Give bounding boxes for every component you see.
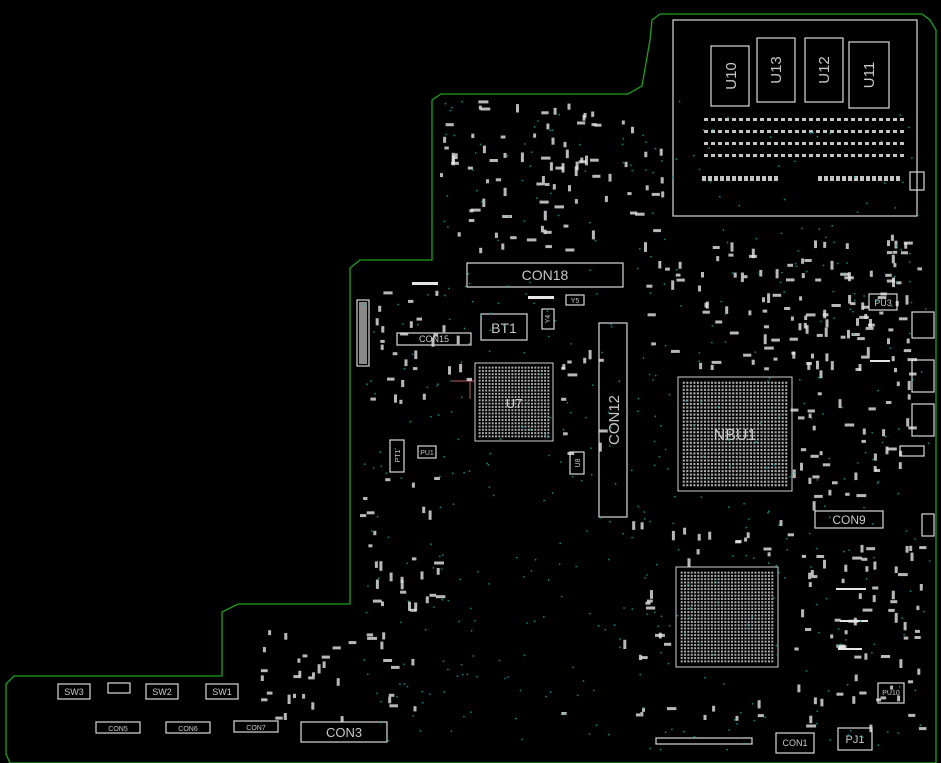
part-pt1-label: PT1 — [395, 449, 402, 462]
battery-bt1-label: BT1 — [491, 320, 517, 336]
connector-pj1[interactable]: PJ1 — [837, 727, 873, 751]
chip-u7-label: U7 — [506, 396, 523, 411]
connector-bottom-finepitch — [655, 737, 753, 745]
crystal-y5[interactable]: Y5 — [565, 294, 585, 306]
connector-con12-label: CON12 — [606, 395, 623, 445]
connector-con5-label: CON5 — [108, 726, 128, 733]
switch-sw1[interactable]: SW1 — [205, 683, 239, 700]
decorative-components — [260, 100, 927, 733]
connector-con6[interactable]: CON6 — [165, 721, 211, 734]
connector-con3[interactable]: CON3 — [300, 721, 388, 743]
switch-sw1-label: SW1 — [212, 687, 232, 697]
via-field — [363, 100, 931, 751]
right-side-modules — [899, 171, 935, 537]
chip-u10-label: U10 — [723, 62, 740, 90]
connector-con5[interactable]: CON5 — [95, 721, 141, 734]
chip-u13[interactable]: U13 — [756, 37, 796, 103]
small-part-near-sw3 — [107, 682, 131, 694]
switch-sw3[interactable]: SW3 — [57, 683, 91, 700]
part-pu10[interactable]: PU10 — [877, 682, 905, 704]
switch-sw2[interactable]: SW2 — [145, 683, 179, 700]
chip-u10[interactable]: U10 — [710, 45, 750, 107]
crystal-y4[interactable]: Y4 — [541, 308, 555, 330]
connector-con9-label: CON9 — [832, 513, 866, 527]
switch-sw2-label: SW2 — [152, 687, 172, 697]
chip-nbu1[interactable]: NBU1 — [677, 376, 793, 492]
part-pt1[interactable]: PT1 — [389, 439, 405, 473]
part-pu1-label: PU1 — [420, 450, 434, 457]
connector-con1-label: CON1 — [782, 738, 807, 748]
connector-con18[interactable]: CON18 — [466, 262, 624, 288]
chip-bga-lower[interactable] — [675, 566, 779, 668]
bga-nbu1-balls — [682, 381, 788, 487]
connector-con9[interactable]: CON9 — [814, 510, 884, 529]
chip-u12-label: U12 — [816, 56, 833, 84]
chip-u7[interactable]: U7 — [474, 362, 554, 442]
chip-u11-label: U11 — [861, 62, 878, 88]
bga-lower-balls — [680, 571, 774, 663]
chip-u13-label: U13 — [768, 56, 785, 84]
connector-con18-label: CON18 — [522, 267, 569, 283]
connector-vertical-left[interactable] — [356, 299, 370, 367]
part-pu1[interactable]: PU1 — [417, 445, 437, 459]
part-pu10-label: PU10 — [882, 690, 900, 697]
battery-bt1[interactable]: BT1 — [480, 313, 528, 341]
connector-con3-label: CON3 — [326, 725, 362, 740]
crystal-y4-label: Y4 — [545, 315, 552, 324]
switch-sw3-label: SW3 — [64, 687, 84, 697]
crystal-y5-label: Y5 — [571, 298, 580, 305]
connector-con12[interactable]: CON12 — [598, 322, 628, 518]
part-pu3-label: PU3 — [874, 298, 892, 308]
board-outline — [5, 13, 937, 763]
connector-pj1-label: PJ1 — [846, 734, 865, 746]
memory-passive-rows — [702, 118, 904, 181]
connector-con7[interactable]: CON7 — [233, 720, 279, 733]
memory-shield-frame — [672, 19, 918, 217]
connector-con6-label: CON6 — [178, 726, 198, 733]
connector-con7-label: CON7 — [246, 725, 266, 732]
chip-u11[interactable]: U11 — [848, 41, 890, 109]
part-u8[interactable]: U8 — [569, 451, 585, 475]
connector-con1[interactable]: CON1 — [775, 732, 815, 754]
chip-nbu1-label: NBU1 — [714, 427, 757, 444]
chip-u12[interactable]: U12 — [804, 37, 844, 103]
part-u8-label: U8 — [575, 458, 582, 467]
bga-u7-balls — [478, 366, 550, 438]
